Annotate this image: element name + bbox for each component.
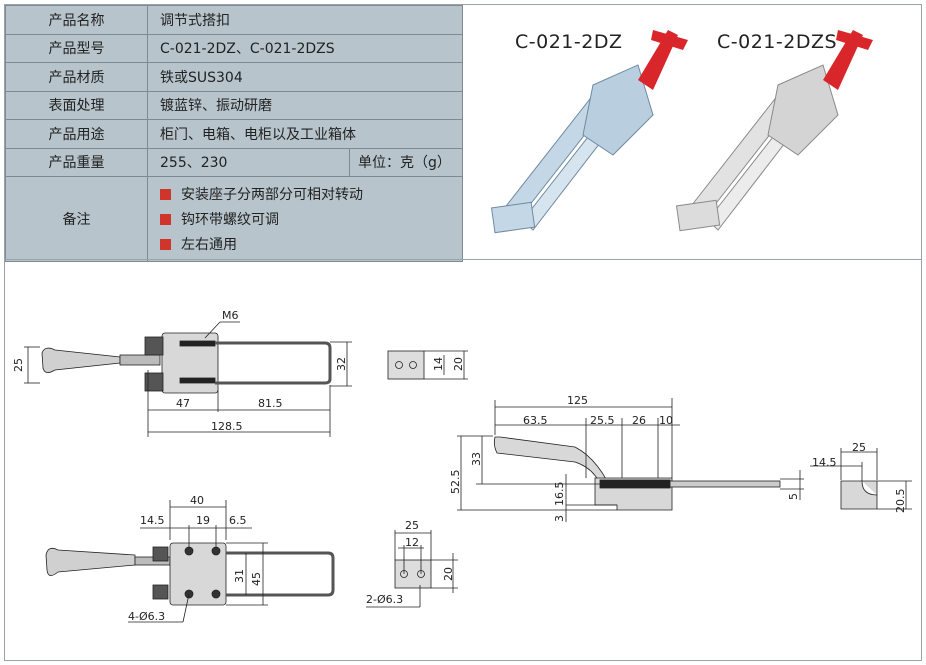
model-label-a: C-021-2DZ (515, 31, 623, 53)
dim-label: 19 (196, 514, 210, 527)
dim-label: 25 (852, 441, 866, 454)
dim-label: 14.5 (140, 514, 165, 527)
dim-label: 45 (250, 572, 263, 586)
table-row: 表面处理镀蓝锌、振动研磨 (5, 90, 463, 120)
hook-drawing (810, 448, 912, 510)
row-value: 镀蓝锌、振动研磨 (147, 90, 463, 120)
dim-label: 63.5 (523, 414, 548, 427)
row-label: 产品名称 (5, 5, 148, 35)
model-label-b: C-021-2DZS (717, 31, 838, 53)
dim-label: 14 (432, 357, 445, 371)
dim-label: 40 (190, 494, 204, 507)
latch-photo-zinc (490, 30, 688, 234)
dim-label: 26 (632, 414, 646, 427)
dim-label: 81.5 (258, 397, 283, 410)
bullet-icon (160, 238, 171, 250)
row-label: 表面处理 (5, 90, 148, 120)
dim-label: 12 (405, 536, 419, 549)
spec-sheet-frame (4, 4, 922, 661)
row-label: 产品材质 (5, 62, 148, 92)
technical-drawings: M6 25 32 47 81.5 128.5 14 20 40 14.5 19 … (12, 309, 912, 623)
dim-label: 52.5 (449, 470, 462, 495)
latch-photo-stainless (675, 30, 873, 232)
dim-label: 3 (553, 515, 566, 522)
dim-label: 33 (470, 452, 483, 466)
product-images (490, 30, 873, 234)
row-label: 备注 (5, 176, 148, 262)
notes-list: 安装座子分两部分可相对转动 钩环带螺纹可调 左右通用 (147, 176, 463, 262)
note-item: 安装座子分两部分可相对转动 (160, 182, 450, 207)
dim-label: 31 (233, 569, 246, 583)
dim-label: 2-Ø6.3 (366, 593, 403, 606)
dim-label: 125 (567, 394, 588, 407)
dim-label: 20 (452, 357, 465, 371)
dim-label: 4-Ø6.3 (128, 610, 165, 623)
table-row: 备注 安装座子分两部分可相对转动 钩环带螺纹可调 左右通用 (5, 176, 463, 262)
table-row: 产品用途柜门、电箱、电柜以及工业箱体 (5, 119, 463, 149)
row-value: 调节式搭扣 (147, 5, 463, 35)
note-item: 钩环带螺纹可调 (160, 207, 450, 232)
row-value: 铁或SUS304 (147, 62, 463, 92)
dim-label: 128.5 (211, 420, 243, 433)
dim-label: 5 (787, 493, 800, 500)
row-label: 产品用途 (5, 119, 148, 149)
weight-unit: 单位：克（g） (349, 147, 463, 177)
divider (5, 259, 921, 260)
bullet-icon (160, 213, 171, 225)
mount-block-bottom (366, 530, 458, 608)
table-row: 产品名称调节式搭扣 (5, 5, 463, 35)
dim-label: 16.5 (553, 482, 566, 507)
top-view-drawing (24, 321, 352, 437)
dim-label: 25.5 (590, 414, 615, 427)
bottom-view-drawing (45, 500, 335, 623)
dim-label: 47 (176, 397, 190, 410)
bullet-icon (160, 188, 171, 200)
side-view-drawing (457, 398, 804, 522)
row-value: 柜门、电箱、电柜以及工业箱体 (147, 119, 463, 149)
row-value: C-021-2DZ、C-021-2DZS (147, 33, 463, 63)
dim-label: 25 (12, 358, 25, 372)
dim-label: 6.5 (229, 514, 247, 527)
note-item: 左右通用 (160, 232, 450, 257)
mount-block-top (387, 350, 468, 380)
row-label: 产品重量 (5, 147, 148, 177)
row-value: 255、230 (147, 147, 350, 177)
dim-label: 32 (335, 357, 348, 371)
row-label: 产品型号 (5, 33, 148, 63)
dim-label: 20 (442, 567, 455, 581)
dim-label: 10 (659, 414, 673, 427)
dim-label: 14.5 (812, 456, 837, 469)
product-photos: C-021-2DZ C-021-2DZS (463, 5, 921, 260)
table-row: 产品材质铁或SUS304 (5, 62, 463, 92)
dim-label: M6 (222, 309, 239, 322)
dim-label: 20.5 (894, 489, 907, 514)
dim-label: 25 (405, 519, 419, 532)
